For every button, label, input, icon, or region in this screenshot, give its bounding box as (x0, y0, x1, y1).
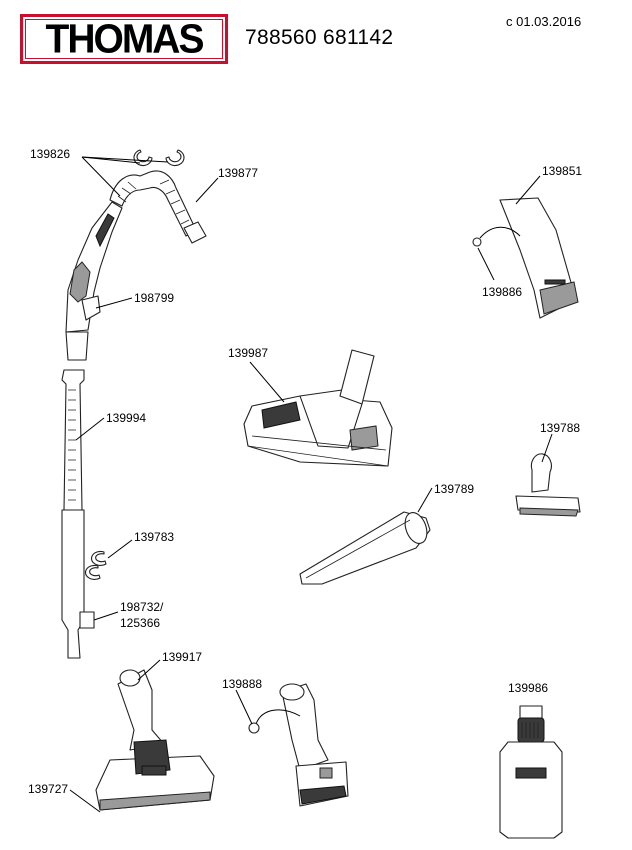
label-139886: 139886 (482, 285, 522, 299)
date-stamp: c 01.03.2016 (506, 14, 582, 29)
label-139727: 139727 (28, 782, 68, 796)
small-nozzle-139788 (515, 453, 581, 517)
clip-139783-bottom (85, 564, 101, 580)
header: THOMAS 788560 681142 c 01.03.2016 (0, 0, 632, 80)
label-139917: 139917 (162, 650, 202, 664)
spray-nozzle-139917 (95, 669, 215, 811)
part-labels: 139826 139877 198799 139994 139783 19873… (28, 147, 582, 796)
label-139788: 139788 (540, 421, 580, 435)
label-139994: 139994 (106, 411, 146, 425)
label-139826: 139826 (30, 147, 70, 161)
leader-lines (69, 156, 553, 813)
floor-nozzle-139987 (243, 349, 393, 467)
handle-trigger (69, 261, 91, 303)
model-numbers: 788560 681142 (245, 26, 394, 49)
label-125366: 125366 (120, 616, 160, 630)
crevice-nozzle-139789 (299, 511, 431, 585)
handle-grip (95, 213, 115, 248)
handle-clip-198799 (81, 295, 101, 321)
label-139789: 139789 (434, 482, 474, 496)
label-139986: 139986 (508, 681, 548, 695)
handle-tube (65, 331, 89, 361)
clip-139826-left (133, 149, 153, 167)
thomas-logo: THOMAS (20, 14, 228, 64)
upholstery-spray-nozzle-139888 (248, 683, 349, 807)
spray-nipple (248, 722, 260, 734)
hose-end-cap (183, 221, 207, 244)
label-139851: 139851 (542, 164, 582, 178)
label-198732: 198732/ (120, 600, 164, 614)
nozzle-nipple-139886 (472, 237, 482, 247)
lower-tube (61, 509, 85, 659)
label-139783: 139783 (134, 530, 174, 544)
label-139987: 139987 (228, 346, 268, 360)
label-139877: 139877 (218, 166, 258, 180)
hose-handle-assembly (61, 149, 207, 659)
detergent-bottle-139986 (499, 705, 563, 839)
hose-connector-curved (109, 170, 197, 237)
upholstery-nozzle-139851 (472, 197, 579, 319)
tube-clip-198732 (79, 611, 95, 629)
label-139888: 139888 (222, 677, 262, 691)
clip-139783-top (91, 550, 107, 566)
label-198799: 198799 (134, 291, 174, 305)
clip-139826-right (165, 149, 185, 167)
logo-text: THOMAS (45, 16, 205, 62)
